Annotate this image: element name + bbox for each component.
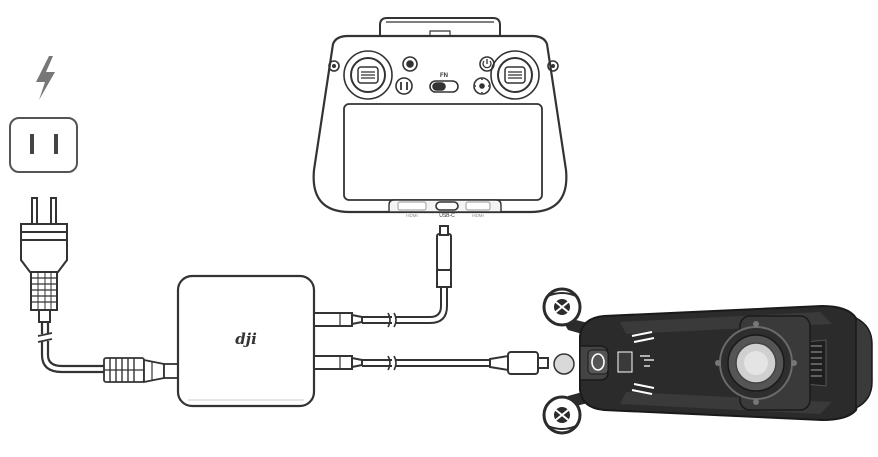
five-d-button-icon: [473, 77, 491, 95]
wall-outlet-icon: [9, 117, 78, 173]
ac-plug-icon: [20, 197, 68, 323]
flight-mode-switch: [429, 80, 459, 93]
port-label-left: HDMI: [406, 213, 418, 218]
drone: [542, 287, 873, 435]
remote-controller: FN HDMI USB-C HDMI: [312, 17, 568, 219]
usb-c-cable-to-drone: [313, 351, 549, 375]
drone-charging-port-icon: [553, 353, 575, 375]
lightning-bolt-icon: [36, 56, 55, 100]
pause-button-icon: [395, 77, 413, 95]
hdmi-port-right-icon: [465, 201, 491, 211]
usb-c-port-icon: [435, 201, 459, 211]
rc-buttons: [395, 56, 495, 95]
rc-port-panel: [397, 201, 491, 211]
usb-c-cable-to-controller: [313, 225, 452, 328]
ac-cord-connector: [103, 357, 181, 384]
port-label-right: HDMI: [472, 213, 484, 218]
left-control-stick: [343, 50, 393, 100]
dji-logo: dji: [235, 330, 257, 348]
fn-switch-label: FN: [440, 73, 448, 79]
hdmi-port-left-icon: [397, 201, 427, 211]
propeller-bottom-icon: [542, 395, 582, 435]
rc-screen: [343, 103, 543, 201]
return-to-home-button-icon: [402, 56, 418, 72]
port-label-usb-c: USB-C: [439, 213, 455, 219]
propeller-top-icon: [542, 287, 582, 327]
right-control-stick: [490, 50, 540, 100]
ac-power-cord: [37, 322, 104, 374]
power-adapter-hub: dji: [176, 274, 316, 408]
power-button-icon: [479, 56, 495, 72]
